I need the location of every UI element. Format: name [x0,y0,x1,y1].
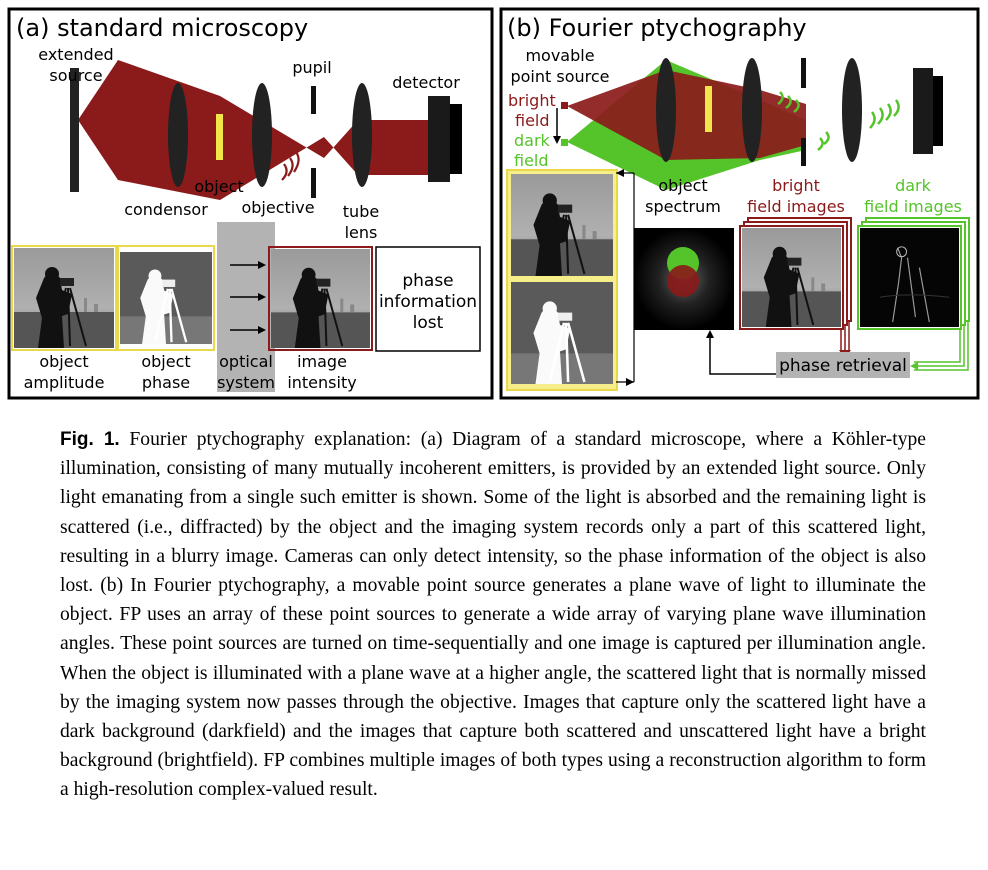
condensor-lens [168,83,188,187]
label-spectrum-2: spectrum [645,197,721,216]
figure-caption: Fig. 1. Fourier ptychography explanation… [60,425,926,805]
fp-pupil-upper [801,58,806,88]
label-bright: bright [508,91,556,110]
fp-pupil-lower [801,138,806,166]
fp-scatter-arcs-1 [777,91,800,113]
label-lens: lens [345,223,378,242]
spectrum-bright-circle [667,265,699,297]
label-bf-images-2: field images [747,197,845,216]
caption-phase-1: object [141,352,190,371]
tube-lens [352,83,372,187]
label-spectrum-1: object [658,176,707,195]
label-bright-field: field [515,111,550,130]
retrieval-to-spectrum-line [709,334,776,375]
label-extended-1: extended [38,45,113,64]
label-df-images-1: dark [895,176,932,195]
phase-lost-line-1: phase [402,271,453,291]
label-movable-1: movable [525,46,594,65]
stack-arrow-top [616,169,624,177]
object-sample [216,114,223,160]
label-dark-field: field [514,151,549,170]
fp-detector-body [933,76,943,146]
pupil-lower [311,168,316,198]
fp-scatter-arcs-2 [817,131,830,151]
source-move-arrow-head [553,136,561,144]
fp-scatter-arcs-3 [869,99,900,129]
label-extended-2: source [49,66,102,85]
panel-a: (a) standard microscopy extended source … [7,7,494,400]
caption-amp-1: object [39,352,88,371]
dark-source-led [561,139,568,146]
label-df-images-2: field images [864,197,962,216]
input-phase-image [511,282,613,384]
phase-lost-box [375,246,481,352]
optical-system-bar [217,222,275,392]
objective-lens [252,83,272,187]
label-object: object [194,177,243,196]
stack-arrow-bottom [626,378,634,386]
detector-sensor [428,96,450,182]
figure-diagram: (a) standard microscopy extended source … [7,7,980,400]
df-to-retrieval-lines [914,321,969,371]
panel-b-title: (b) Fourier ptychography [507,14,807,42]
panel-a-title: (a) standard microscopy [16,14,308,42]
retrieval-to-spectrum-arrow [706,330,714,338]
label-pupil: pupil [292,58,331,77]
df-image [860,228,959,327]
phase-frame [117,245,215,351]
figure-label: Fig. 1. [60,429,120,450]
bf-to-retrieval-lines [840,321,850,352]
intensity-frame [268,246,373,351]
object-amplitude-image [14,248,114,348]
label-dark: dark [514,131,551,150]
phase-retrieval-box [776,352,910,378]
caption-text: Fourier ptychography explanation: (a) Di… [60,429,926,801]
caption-phase-2: phase [142,373,190,392]
label-movable-2: point source [510,67,609,86]
amplitude-frame [11,245,117,351]
bf-image [742,228,841,327]
detector-body [450,104,462,174]
label-detector: detector [392,73,460,92]
caption-intensity-2: intensity [287,373,356,392]
optical-arrow-head-3 [258,326,266,334]
optical-arrow-head-1 [258,261,266,269]
label-tube: tube [343,202,379,221]
panel-b: (b) Fourier ptychography movable point s… [499,7,980,400]
scattered-light-arcs [281,151,300,181]
phase-lost-line-2: information [379,292,477,312]
object-phase-image [120,250,212,346]
label-condensor: condensor [124,200,208,219]
label-bf-images-1: bright [772,176,820,195]
caption-optical-1: optical [219,352,273,371]
bright-source-led [561,102,568,109]
phase-lost-line-3: lost [413,313,444,333]
phase-retrieval-label: phase retrieval [779,356,907,376]
df-retrieval-arrow [910,362,918,370]
caption-amp-2: amplitude [24,373,105,392]
optical-arrow-head-2 [258,293,266,301]
fp-objective-lens [742,58,762,162]
optical-arrows [230,264,258,331]
fp-condensor-lens [656,58,676,162]
pupil-upper [311,86,316,114]
fp-tube-lens [842,58,862,162]
caption-intensity-1: image [297,352,347,371]
label-objective: objective [241,198,314,217]
fp-object-sample [705,86,712,132]
caption-optical-2: system [217,373,275,392]
image-intensity-image [271,249,370,348]
extended-source [70,68,79,192]
fp-detector-sensor [913,68,933,154]
input-bright-image [511,174,613,276]
